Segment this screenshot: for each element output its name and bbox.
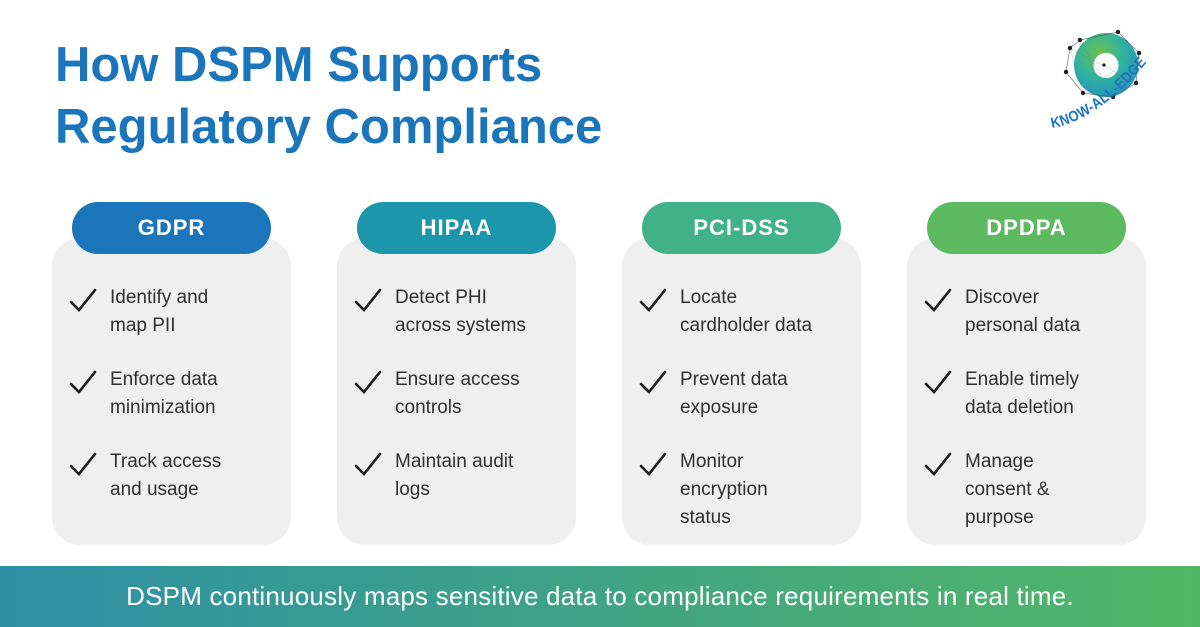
checklist-hipaa: Detect PHI across systems Ensure access … bbox=[337, 238, 576, 504]
check-icon bbox=[69, 370, 97, 394]
list-item: Detect PHI across systems bbox=[353, 284, 566, 340]
checklist-dpdpa: Discover personal data Enable timely dat… bbox=[907, 238, 1146, 532]
footer-banner: DSPM continuously maps sensitive data to… bbox=[0, 566, 1200, 627]
check-icon bbox=[924, 452, 952, 476]
list-item: Monitor encryption status bbox=[638, 448, 851, 532]
list-item-label: Enable timely data deletion bbox=[965, 369, 1080, 418]
check-icon bbox=[639, 288, 667, 312]
list-item-label: Locate cardholder data bbox=[680, 287, 813, 336]
brand-name: KNOW-ALL-EDGE bbox=[1049, 54, 1150, 132]
page-title: How DSPM Supports Regulatory Compliance bbox=[55, 34, 602, 158]
check-icon bbox=[69, 288, 97, 312]
footer-message: DSPM continuously maps sensitive data to… bbox=[126, 581, 1074, 611]
checklist-pci-dss: Locate cardholder data Prevent data expo… bbox=[622, 238, 861, 532]
list-item-label: Manage consent & purpose bbox=[965, 451, 1050, 528]
check-icon bbox=[354, 452, 382, 476]
list-item-label: Maintain audit logs bbox=[395, 451, 514, 500]
compliance-card-dpdpa: DPDPA Discover personal data Enable time… bbox=[907, 202, 1146, 545]
regulation-badge-dpdpa: DPDPA bbox=[927, 202, 1126, 254]
list-item-label: Track access and usage bbox=[110, 451, 222, 500]
compliance-card-gdpr: GDPR Identify and map PII Enforce data m… bbox=[52, 202, 291, 545]
page-title-line1: How DSPM Supports bbox=[55, 38, 543, 92]
list-item-label: Monitor encryption status bbox=[680, 451, 768, 528]
list-item-label: Prevent data exposure bbox=[680, 369, 788, 418]
list-item: Maintain audit logs bbox=[353, 448, 566, 504]
brand-logo: KNOW-ALL-EDGE bbox=[1038, 20, 1170, 138]
list-item: Discover personal data bbox=[923, 284, 1136, 340]
list-item: Ensure access controls bbox=[353, 366, 566, 422]
check-icon bbox=[354, 288, 382, 312]
list-item: Identify and map PII bbox=[68, 284, 281, 340]
compliance-card-hipaa: HIPAA Detect PHI across systems Ensure a… bbox=[337, 202, 576, 545]
list-item-label: Ensure access controls bbox=[395, 369, 520, 418]
regulation-badge-pci-dss: PCI-DSS bbox=[642, 202, 841, 254]
regulation-badge-gdpr: GDPR bbox=[72, 202, 271, 254]
checklist-gdpr: Identify and map PII Enforce data minimi… bbox=[52, 238, 291, 504]
check-icon bbox=[639, 452, 667, 476]
check-icon bbox=[354, 370, 382, 394]
list-item-label: Enforce data minimization bbox=[110, 369, 218, 418]
check-icon bbox=[924, 288, 952, 312]
list-item: Manage consent & purpose bbox=[923, 448, 1136, 532]
list-item-label: Detect PHI across systems bbox=[395, 287, 526, 336]
list-item: Track access and usage bbox=[68, 448, 281, 504]
donut-logo-icon: KNOW-ALL-EDGE bbox=[1049, 29, 1150, 132]
check-icon bbox=[924, 370, 952, 394]
list-item: Prevent data exposure bbox=[638, 366, 851, 422]
check-icon bbox=[639, 370, 667, 394]
page-title-line2: Regulatory Compliance bbox=[55, 100, 603, 154]
list-item-label: Identify and map PII bbox=[110, 287, 209, 336]
compliance-card-pci-dss: PCI-DSS Locate cardholder data Prevent d… bbox=[622, 202, 861, 545]
brand-name-text: KNOW-ALL-EDGE bbox=[1049, 54, 1149, 132]
regulation-badge-hipaa: HIPAA bbox=[357, 202, 556, 254]
list-item: Locate cardholder data bbox=[638, 284, 851, 340]
check-icon bbox=[69, 452, 97, 476]
list-item: Enable timely data deletion bbox=[923, 366, 1136, 422]
list-item-label: Discover personal data bbox=[965, 287, 1081, 336]
list-item: Enforce data minimization bbox=[68, 366, 281, 422]
